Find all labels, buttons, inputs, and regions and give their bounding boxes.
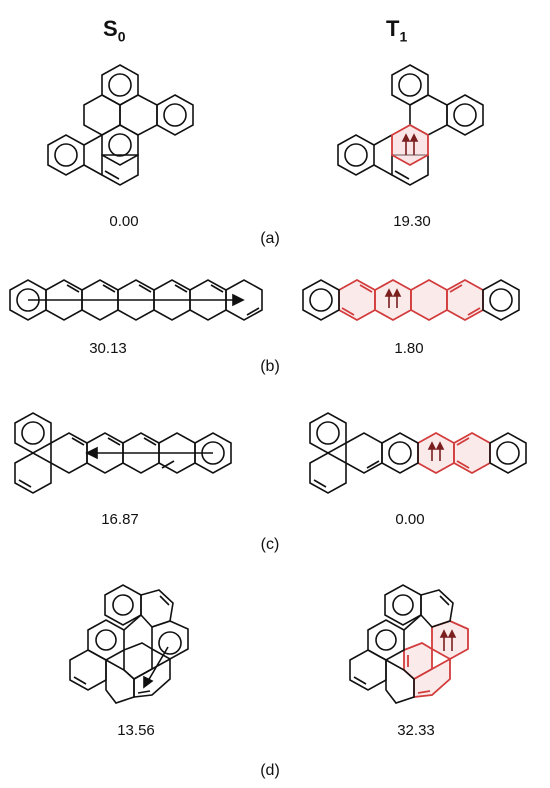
panel-c-s0-arrow <box>87 448 213 458</box>
panel-b-s0-arrow <box>28 295 243 305</box>
panel-c-t1-value: 0.00 <box>395 511 425 528</box>
panel-a-t1-structure <box>325 55 505 205</box>
t1-header: T1 <box>386 16 407 44</box>
panel-a-s0-value: 0.00 <box>109 213 139 230</box>
panel-c-t1-structure <box>300 403 545 498</box>
panel-b-s0-value: 30.13 <box>89 340 127 357</box>
t1-header-letter: T <box>386 16 400 41</box>
panel-c-s0-value: 16.87 <box>101 511 139 528</box>
t1-header-subscript: 1 <box>399 28 408 45</box>
s0-header-letter: S <box>103 16 118 41</box>
panel-d-t1-structure <box>340 585 490 715</box>
panel-b-t1-highlight <box>339 280 483 320</box>
panel-b-t1-structure <box>298 270 548 330</box>
panel-c-s0-structure <box>5 403 250 498</box>
panel-b-s0-structure <box>5 270 275 330</box>
panel-c-t1-highlight <box>418 433 490 473</box>
panel-b-label: (b) <box>260 358 280 375</box>
panel-a-t1-value: 19.30 <box>393 213 431 230</box>
panel-d-t1-value: 32.33 <box>397 722 435 739</box>
s0-header: S0 <box>103 16 125 44</box>
panel-d-s0-arrow <box>144 647 168 687</box>
panel-b-t1-value: 1.80 <box>394 340 424 357</box>
panel-d-s0-structure <box>60 585 210 715</box>
panel-d-t1-highlight <box>404 621 468 697</box>
panel-a-s0-structure <box>35 55 215 205</box>
panel-c-label: (c) <box>260 536 280 553</box>
panel-d-label: (d) <box>260 762 280 779</box>
panel-d-s0-value: 13.56 <box>117 722 155 739</box>
panel-a-t1-highlight <box>392 125 428 165</box>
panel-a-label: (a) <box>260 230 280 247</box>
s0-header-subscript: 0 <box>117 28 126 45</box>
